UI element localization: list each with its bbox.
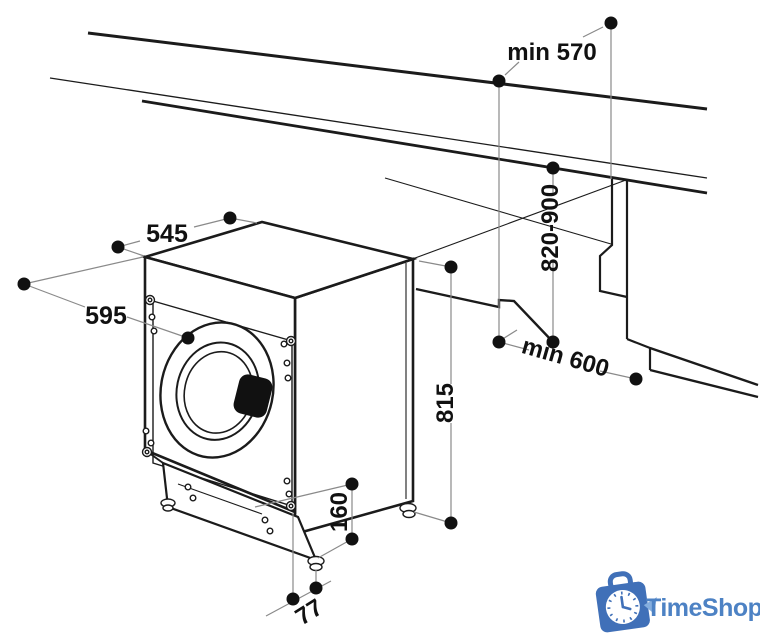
screw-icon — [288, 503, 294, 509]
adjustable-feet — [160, 498, 417, 572]
screw-icon — [288, 338, 294, 344]
dim-dot — [629, 372, 643, 386]
timeshop-logo: TimeShop — [595, 571, 760, 633]
screw-hole-icon — [283, 477, 291, 485]
screw-hole-icon — [266, 527, 274, 535]
brand-name: TimeShop — [646, 594, 760, 622]
niche-back-wall-line — [384, 177, 612, 245]
frame-screw-holes — [142, 313, 293, 535]
dim-machine-width: 595 — [17, 256, 195, 345]
dimension-annotations: 545 595 min 570 820-900 min — [17, 16, 643, 631]
countertop-back-underside-line — [49, 77, 708, 179]
dim-label-815: 815 — [432, 383, 459, 423]
screw-hole-icon — [283, 359, 291, 367]
screw-hole-icon — [184, 483, 192, 491]
dim-dot — [492, 74, 506, 88]
dim-dot — [17, 277, 31, 291]
dim-label-min600: min 600 — [519, 332, 612, 383]
dim-dot — [309, 581, 323, 595]
dim-niche-width: min 600 — [492, 329, 643, 386]
clock-hands-icon — [620, 595, 632, 611]
screw-hole-icon — [261, 516, 269, 524]
dim-machine-depth: 545 — [111, 211, 258, 257]
screw-icon — [147, 297, 153, 303]
divider-panel-left-edge — [598, 179, 628, 299]
screw-hole-icon — [189, 494, 197, 502]
screw-icon — [144, 449, 150, 455]
dim-label-min570: min 570 — [507, 39, 596, 66]
dim-dot — [492, 335, 506, 349]
corner-screws — [141, 294, 297, 512]
screw-hole-icon — [148, 313, 156, 321]
adjustable-foot-icon — [162, 504, 174, 512]
dim-dot — [286, 592, 300, 606]
dim-dot — [345, 532, 359, 546]
screw-hole-icon — [147, 439, 155, 447]
adjustable-foot-icon — [402, 509, 416, 519]
adjacent-plinth-top-line — [649, 346, 759, 387]
screw-hole-icon — [150, 327, 158, 335]
screw-hole-icon — [284, 374, 292, 382]
dim-niche-height: 820-900 — [537, 161, 564, 349]
adjustable-foot-icon — [309, 562, 323, 572]
bag-with-clock-icon — [595, 571, 657, 633]
door — [159, 321, 275, 459]
dim-machine-height: 815 — [413, 260, 459, 530]
dim-dot — [111, 240, 125, 254]
bag-tag-icon — [643, 597, 657, 614]
niche-corner-line — [406, 179, 627, 262]
dim-dot — [604, 16, 618, 30]
dim-dot — [181, 331, 195, 345]
dim-label-160: 160 — [326, 492, 353, 532]
washing-machine — [140, 220, 418, 572]
niche-cabinet — [384, 177, 759, 399]
countertop-front-underside-line — [141, 99, 708, 195]
dim-plinth-height: 160 — [254, 477, 359, 559]
dim-dot — [444, 260, 458, 274]
dim-dot — [444, 516, 458, 530]
screw-hole-icon — [142, 427, 150, 435]
countertop — [49, 31, 708, 195]
door-handle — [233, 374, 273, 418]
screw-hole-icon — [285, 490, 293, 498]
dim-niche-depth: min 570 — [492, 16, 618, 342]
dim-label-820-900: 820-900 — [537, 184, 564, 272]
adjacent-plinth-bottom-line — [649, 368, 759, 399]
dim-dot — [546, 335, 560, 349]
screw-hole-icon — [280, 340, 288, 348]
dim-dot — [546, 161, 560, 175]
adjacent-plinth-corner — [626, 337, 652, 370]
countertop-top-edge-line — [87, 31, 708, 111]
plinth-inner-line — [177, 483, 263, 515]
dim-label-595: 595 — [85, 302, 127, 330]
dim-dot — [345, 477, 359, 491]
dim-dot — [223, 211, 237, 225]
dim-label-545: 545 — [146, 220, 188, 248]
